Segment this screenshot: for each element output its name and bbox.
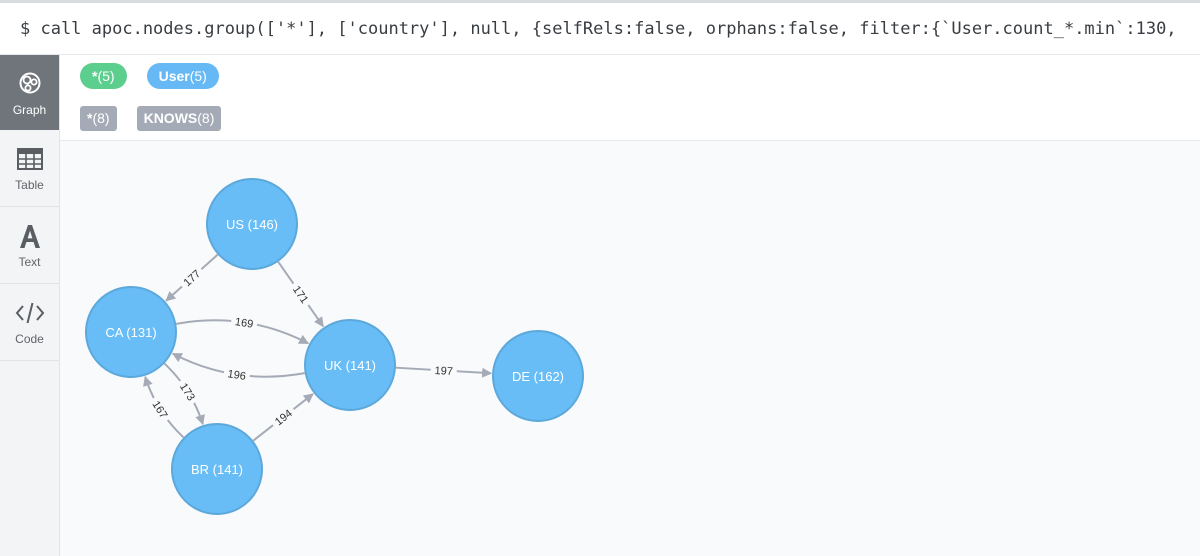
relationship-label-background (230, 313, 259, 332)
graph-node-us[interactable] (206, 178, 298, 270)
command-text: $ call apoc.nodes.group(['*'], ['country… (20, 19, 1177, 39)
table-view-label: Table (15, 178, 44, 192)
graph-view-label: Graph (12, 102, 47, 117)
relationship-label-background (287, 279, 315, 309)
text-view-button[interactable]: Text (0, 207, 59, 284)
legend-rel-knows[interactable]: KNOWS(8) (136, 106, 222, 131)
graph-view-button[interactable]: Graph (0, 55, 59, 130)
graph-node-label: UK (141) (324, 358, 376, 373)
command-bar[interactable]: $ call apoc.nodes.group(['*'], ['country… (0, 3, 1200, 55)
relationship-label: 197 (434, 365, 453, 378)
legend-panel: *(5) User(5) *(8) KNOWS(8) (60, 55, 1200, 141)
result-view-sidebar: Graph Table Text (0, 55, 60, 556)
text-icon (15, 221, 45, 251)
code-view-label: Code (15, 332, 44, 346)
relationship-label-background (174, 376, 201, 407)
code-view-button[interactable]: Code (0, 284, 59, 361)
graph-node-ca[interactable] (85, 286, 177, 378)
graph-node-label: CA (131) (105, 325, 156, 340)
node-label-legend: *(5) User(5) (80, 63, 219, 89)
legend-node-all[interactable]: *(5) (80, 63, 127, 89)
legend-rel-all[interactable]: *(8) (80, 106, 117, 131)
legend-node-user[interactable]: User(5) (146, 63, 219, 89)
relationship-label-background (222, 365, 251, 384)
graph-node-br[interactable] (171, 423, 263, 515)
relationship-label-background (147, 394, 174, 425)
graph-node-label: US (146) (226, 217, 278, 232)
table-view-button[interactable]: Table (0, 130, 59, 207)
relationship-label-background (177, 263, 207, 292)
relationship-label: 169 (234, 316, 254, 331)
graph-icon (15, 69, 45, 99)
window-top-border (0, 0, 1200, 3)
relationship-label: 196 (227, 368, 247, 383)
code-icon (15, 298, 45, 328)
graph-node-uk[interactable] (304, 319, 396, 411)
graph-node-de[interactable] (492, 330, 584, 422)
graph-node-label: BR (141) (191, 462, 243, 477)
relationship-label-background (430, 362, 458, 379)
graph-node-label: DE (162) (512, 369, 564, 384)
relationship-label-background (268, 403, 298, 431)
table-icon (15, 144, 45, 174)
relationship-type-legend: *(8) KNOWS(8) (80, 106, 222, 131)
text-view-label: Text (18, 255, 41, 269)
